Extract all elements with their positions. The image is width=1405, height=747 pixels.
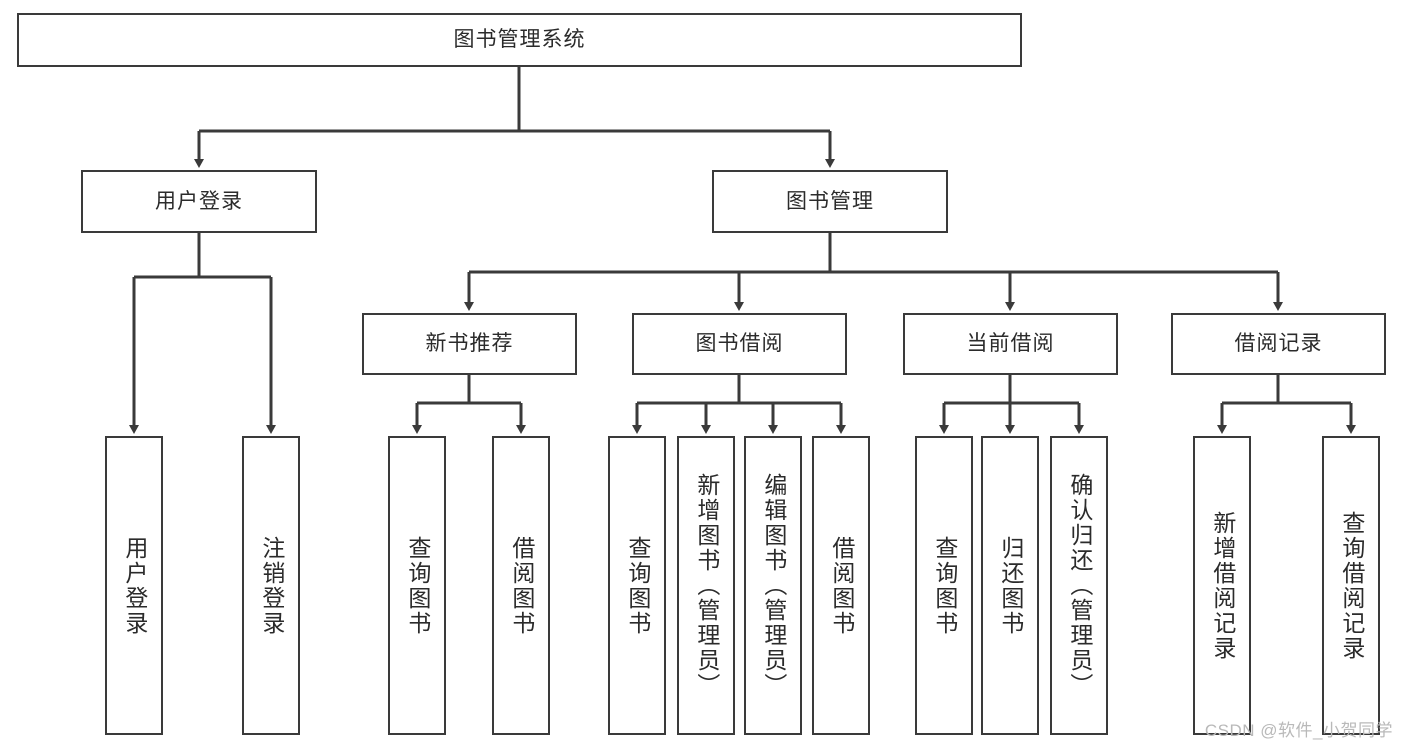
node-label: 借阅记录	[1234, 332, 1323, 356]
node-label: 借阅图书	[508, 535, 535, 636]
node-label: 确认归还（管理员）	[1066, 473, 1093, 698]
node-book-management[interactable]: 图书管理	[712, 170, 948, 233]
leaf-borrow-books[interactable]: 借阅图书	[812, 436, 870, 735]
node-label: 图书管理系统	[453, 28, 586, 52]
node-label: 新增借阅记录	[1209, 510, 1236, 661]
leaf-logout[interactable]: 注销登录	[242, 436, 300, 735]
node-label: 当前借阅	[966, 332, 1055, 356]
node-label: 新书推荐	[425, 332, 514, 356]
node-user-login[interactable]: 用户登录	[81, 170, 317, 233]
leaf-add-book-admin[interactable]: 新增图书（管理员）	[677, 436, 735, 735]
node-book-borrowing[interactable]: 图书借阅	[632, 313, 847, 375]
node-label: 查询借阅记录	[1338, 510, 1365, 661]
node-root-book-management-system[interactable]: 图书管理系统	[17, 13, 1022, 67]
node-borrow-records[interactable]: 借阅记录	[1171, 313, 1386, 375]
node-label: 查询图书	[624, 535, 651, 636]
leaf-borrow-books-newbook[interactable]: 借阅图书	[492, 436, 550, 735]
leaf-edit-book-admin[interactable]: 编辑图书（管理员）	[744, 436, 802, 735]
leaf-query-borrow-record[interactable]: 查询借阅记录	[1322, 436, 1380, 735]
node-label: 用户登录	[155, 189, 243, 213]
node-new-book-recommendation[interactable]: 新书推荐	[362, 313, 577, 375]
node-label: 注销登录	[258, 535, 285, 636]
node-label: 归还图书	[997, 535, 1024, 636]
leaf-query-books-current[interactable]: 查询图书	[915, 436, 973, 735]
leaf-return-books[interactable]: 归还图书	[981, 436, 1039, 735]
leaf-confirm-return-admin[interactable]: 确认归还（管理员）	[1050, 436, 1108, 735]
leaf-query-books-borrow[interactable]: 查询图书	[608, 436, 666, 735]
node-label: 查询图书	[404, 535, 431, 636]
node-label: 新增图书（管理员）	[693, 473, 720, 698]
node-current-borrowing[interactable]: 当前借阅	[903, 313, 1118, 375]
node-label: 图书借阅	[695, 332, 784, 356]
watermark-text: CSDN @软件_小贺同学	[1204, 721, 1393, 740]
leaf-query-books-newbook[interactable]: 查询图书	[388, 436, 446, 735]
node-label: 图书管理	[786, 189, 874, 213]
leaf-add-borrow-record[interactable]: 新增借阅记录	[1193, 436, 1251, 735]
leaf-user-login[interactable]: 用户登录	[105, 436, 163, 735]
node-label: 用户登录	[121, 535, 148, 636]
node-label: 查询图书	[931, 535, 958, 636]
node-label: 借阅图书	[828, 535, 855, 636]
node-label: 编辑图书（管理员）	[760, 473, 787, 698]
